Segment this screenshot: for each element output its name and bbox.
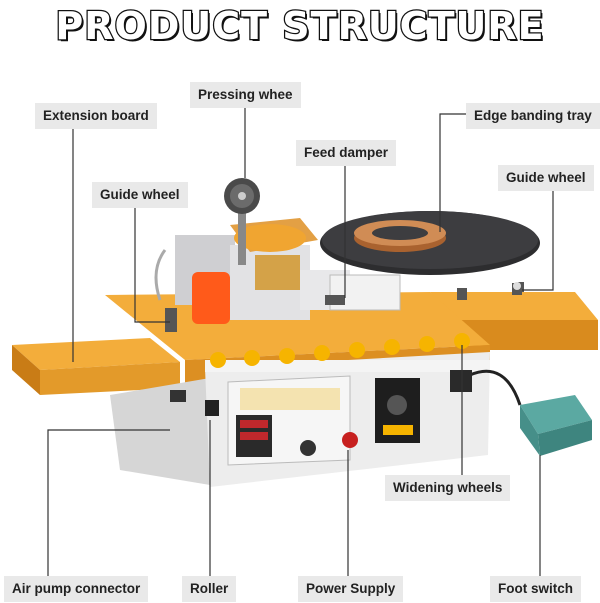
widening-wheels-graphic <box>210 333 470 368</box>
label-guide-wheel-right: Guide wheel <box>498 165 594 191</box>
page-title: PRODUCT STRUCTURE <box>54 3 545 50</box>
leader-lines <box>47 100 554 576</box>
right-extension-board <box>430 282 598 350</box>
label-power-supply: Power Supply <box>298 576 404 602</box>
label-feed-damper: Feed damper <box>296 140 397 166</box>
label-pressing-wheel: Pressing whee <box>190 82 301 108</box>
label-extension-board: Extension board <box>35 103 157 129</box>
edge-banding-tray-graphic <box>320 211 540 292</box>
foot-switch-graphic <box>450 369 592 456</box>
gluing-head <box>154 218 401 332</box>
label-foot-switch: Foot switch <box>490 576 581 602</box>
left-extension-board <box>12 338 180 395</box>
pressing-wheel-graphic <box>224 178 260 265</box>
label-edge-banding-tray: Edge banding tray <box>466 103 600 129</box>
label-air-pump-connector: Air pump connector <box>4 576 149 602</box>
label-guide-wheel-left: Guide wheel <box>92 182 188 208</box>
control-panel <box>227 375 420 466</box>
label-roller: Roller <box>182 576 237 602</box>
label-widening-wheels: Widening wheels <box>385 475 511 501</box>
